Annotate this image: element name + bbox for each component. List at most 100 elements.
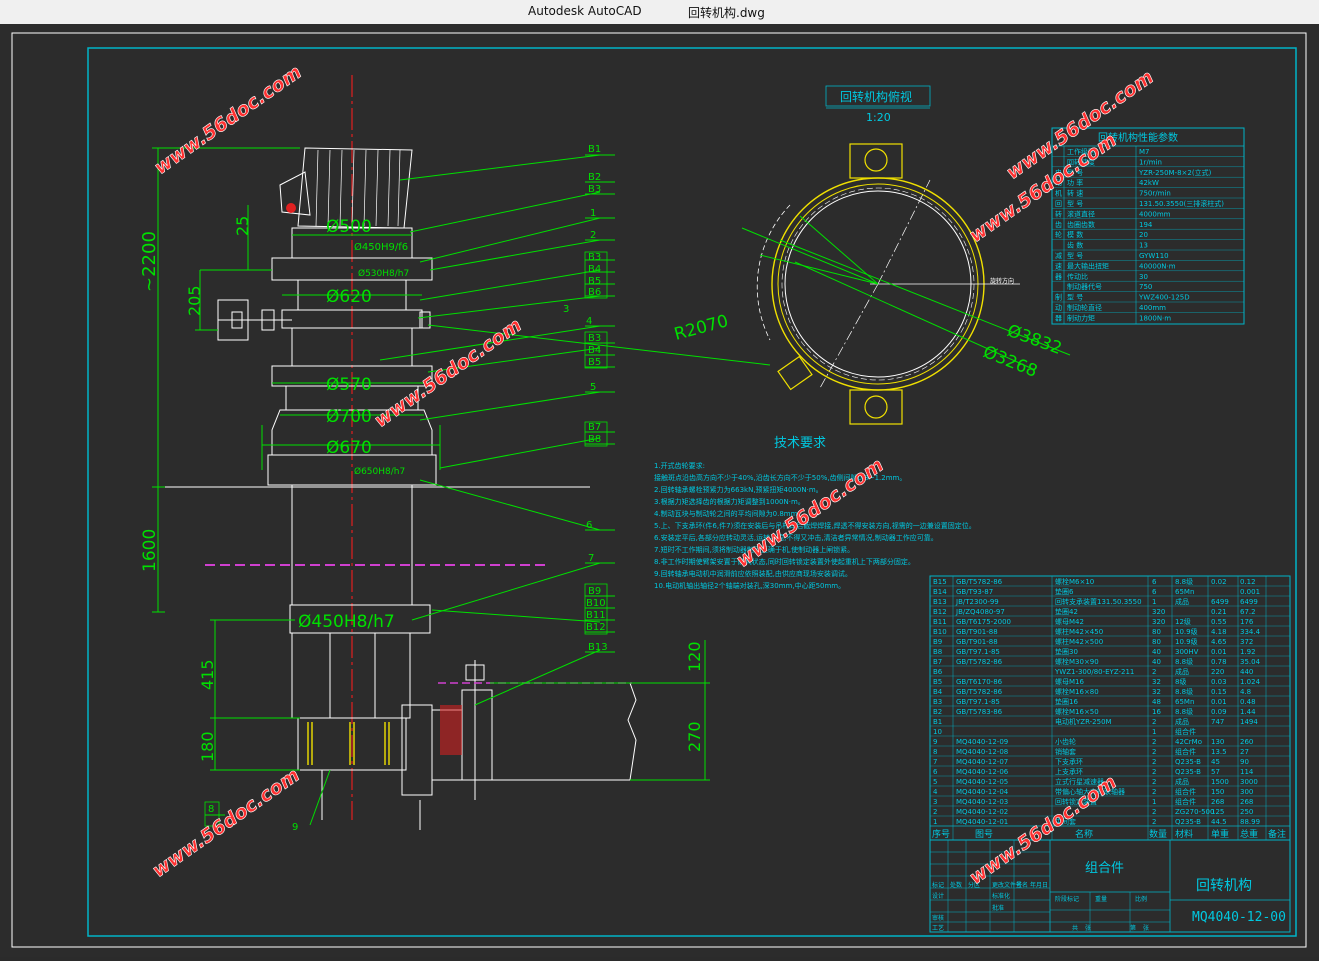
callout-label: 1 <box>590 208 596 219</box>
bom-cell: 0.09 <box>1211 708 1227 716</box>
bom-cell: 13.5 <box>1211 748 1227 756</box>
title-block-group: 组合件 <box>1085 861 1124 876</box>
bom-cell: MQ4040-12-04 <box>956 788 1009 796</box>
bom-cell: 垫圈16 <box>1055 697 1078 706</box>
cad-drawing[interactable]: Ø500 Ø450H9/f6 Ø530H8/h7 Ø620 Ø570 Ø700 … <box>0 24 1319 957</box>
bom-cell: 67.2 <box>1240 608 1256 616</box>
drawing-canvas[interactable]: Ø500 Ø450H9/f6 Ø530H8/h7 Ø620 Ø570 Ø700 … <box>0 24 1319 957</box>
bom-cell: 80 <box>1152 628 1161 636</box>
drive-units <box>777 143 903 425</box>
title-block[interactable]: 组合件 回转机构 MQ4040-12-00 标记 处数 分区 更改文件号 签名 … <box>929 839 1291 933</box>
bom-cell: 2 <box>1152 758 1156 766</box>
bom-cell: 0.21 <box>1211 608 1227 616</box>
bom-cell: 8.8级 <box>1175 657 1193 666</box>
bom-cell: 0.001 <box>1240 588 1260 596</box>
param-group: 制 <box>1055 293 1062 302</box>
callout-label: 2 <box>590 230 596 241</box>
dim-d650h8: Ø650H8/h7 <box>354 466 405 477</box>
rotation-path <box>756 204 791 341</box>
bom-header-cell: 材料 <box>1175 828 1193 840</box>
bom-cell: 7 <box>933 758 937 766</box>
bom-cell: GB/T5782-86 <box>956 578 1003 586</box>
bom-cell: 16 <box>1152 708 1161 716</box>
bom-cell: 65Mn <box>1175 588 1194 596</box>
watermark: www.56doc.com <box>150 61 305 179</box>
tech-line: 7.短时不工作期间,须将制动器制动正确于机,使制动器上闸锁紧。 <box>654 545 854 554</box>
top-view[interactable]: 回转机构俯视 1:20 旋转方向 R2070 Ø3832 <box>672 85 1071 425</box>
callout-label: B3 <box>588 333 601 344</box>
bom-cell: 成品 <box>1175 597 1189 606</box>
motor-terminal-box <box>279 171 311 216</box>
dim-h180: 180 <box>198 731 217 762</box>
bom-cell: 螺柱M42×500 <box>1055 637 1103 646</box>
bom-cell: 2 <box>1152 748 1156 756</box>
bom-cell: B9 <box>933 638 942 646</box>
bom-cell: 40 <box>1152 658 1161 666</box>
param-value: 1800N·m <box>1139 314 1171 322</box>
bom-cell: 250 <box>1240 808 1253 816</box>
tech-requirements: 技术要求 1.开式齿轮要求: 接触斑点沿齿高方向不少于40%,沿齿长方向不少于5… <box>654 436 976 590</box>
bom-cell: 2 <box>1152 778 1156 786</box>
bom-cell: 销轴套 <box>1055 747 1076 756</box>
bom-cell: 1494 <box>1240 718 1258 726</box>
param-group: 转 <box>1055 209 1062 218</box>
param-name: 回转速度 <box>1067 157 1095 166</box>
callout-label: B6 <box>588 287 601 298</box>
bom-cell: 0.01 <box>1211 648 1227 656</box>
callout-label: 6 <box>586 520 592 531</box>
callout-label: 9 <box>292 822 298 833</box>
bom-cell: B11 <box>933 618 947 626</box>
dim-h120: 120 <box>685 641 704 672</box>
bom-cell: 8.8级 <box>1175 687 1193 696</box>
bom-cell: 1.44 <box>1240 708 1256 716</box>
param-value: 1r/min <box>1139 158 1162 166</box>
bom-cell: MQ4040-12-06 <box>956 768 1009 776</box>
bom-cell: Q235-B <box>1175 758 1201 766</box>
bom-cell: 螺栓M16×80 <box>1055 687 1099 696</box>
callout-label: 7 <box>588 553 594 564</box>
bom-cell: 下支承环 <box>1055 757 1083 766</box>
bom-cell: 0.02 <box>1211 578 1227 586</box>
param-name: 工作级别 <box>1067 147 1095 156</box>
window-titlebar: Autodesk AutoCAD 回转机构.dwg <box>0 0 1319 25</box>
bom-cell: 8级 <box>1175 677 1186 686</box>
bom-cell: 8.8级 <box>1175 577 1193 586</box>
param-value: GYW110 <box>1139 252 1169 260</box>
tb-label: 审核 <box>932 914 944 922</box>
tech-title: 技术要求 <box>774 436 826 451</box>
bom-cell: 65Mn <box>1175 698 1194 706</box>
tech-line: 5.上、下支承环(件6,件7)须在安装后与吊杆焊后截焊焊接,焊透不得安装方向,视… <box>654 521 976 530</box>
callout-label: B11 <box>586 610 606 621</box>
side-bracket <box>217 299 431 341</box>
bom-cell: YWZ1-300/80-EYZ-211 <box>1054 668 1134 676</box>
bom-cell: 320 <box>1152 608 1165 616</box>
bom-cell: 45 <box>1211 758 1220 766</box>
document-title[interactable]: 回转机构.dwg <box>688 6 765 20</box>
callout-label: B5 <box>588 276 601 287</box>
callout-label: B10 <box>586 598 606 609</box>
bom-cell: 成品 <box>1175 717 1189 726</box>
bom-cell: 3 <box>933 798 937 806</box>
bom-cell: 334.4 <box>1240 628 1261 636</box>
bom-cell: JB/ZQ4080-97 <box>955 608 1005 616</box>
bom-cell: MQ4040-12-03 <box>956 798 1008 806</box>
bom-cell: 10.9级 <box>1175 627 1198 636</box>
param-group: 器 <box>1055 273 1062 281</box>
tech-line: 接触斑点沿齿高方向不少于40%,沿齿长方向不少于50%,齿侧间隙0.8~1.2m… <box>654 473 906 482</box>
callout-label: B7 <box>588 422 601 433</box>
tech-line: 8.非工作时期使臂架安置于防风状态,同时回转锁定装置外使起重机上下两部分固定。 <box>654 557 915 566</box>
bom-cell: 组合件 <box>1175 727 1196 736</box>
callout-label: 4 <box>586 316 592 327</box>
bom-cell: 176 <box>1240 618 1254 626</box>
bom-cell: MQ4040-12-05 <box>956 778 1008 786</box>
main-view[interactable]: Ø500 Ø450H9/f6 Ø530H8/h7 Ø620 Ø570 Ø700 … <box>139 75 771 833</box>
tb-label: 重量 <box>1095 895 1107 903</box>
dim-d450h9f6: Ø450H9/f6 <box>354 241 408 253</box>
tb-label: 张 <box>1085 924 1091 932</box>
bom-cell: B6 <box>933 668 943 676</box>
param-group: 动 <box>1055 303 1062 312</box>
bom-cell: 268 <box>1211 798 1224 806</box>
